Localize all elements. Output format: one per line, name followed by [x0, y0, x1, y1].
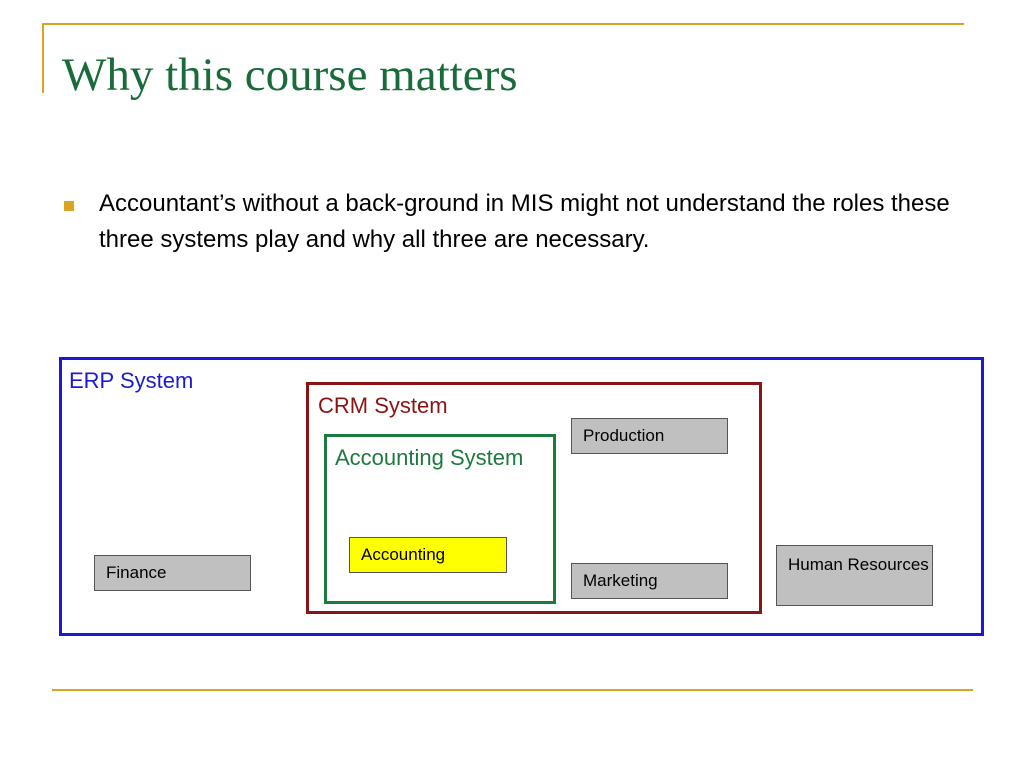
title-top-rule	[42, 23, 964, 25]
crm-system-label: CRM System	[318, 393, 448, 418]
production-module: Production	[571, 418, 728, 454]
square-bullet-icon	[64, 201, 74, 211]
erp-system-frame	[59, 357, 984, 636]
human-resources-module: Human Resources	[776, 545, 933, 606]
accounting-system-frame	[324, 434, 556, 604]
marketing-module: Marketing	[571, 563, 728, 599]
slide-title: Why this course matters	[62, 49, 518, 101]
finance-module: Finance	[94, 555, 251, 591]
bottom-rule	[52, 689, 973, 691]
title-left-rule	[42, 23, 44, 93]
accounting-module: Accounting	[349, 537, 507, 573]
erp-system-label: ERP System	[69, 368, 194, 393]
bullet-text: Accountant’s without a back-ground in MI…	[99, 190, 950, 253]
accounting-system-label: Accounting System	[335, 445, 524, 470]
crm-system-frame	[306, 382, 762, 614]
